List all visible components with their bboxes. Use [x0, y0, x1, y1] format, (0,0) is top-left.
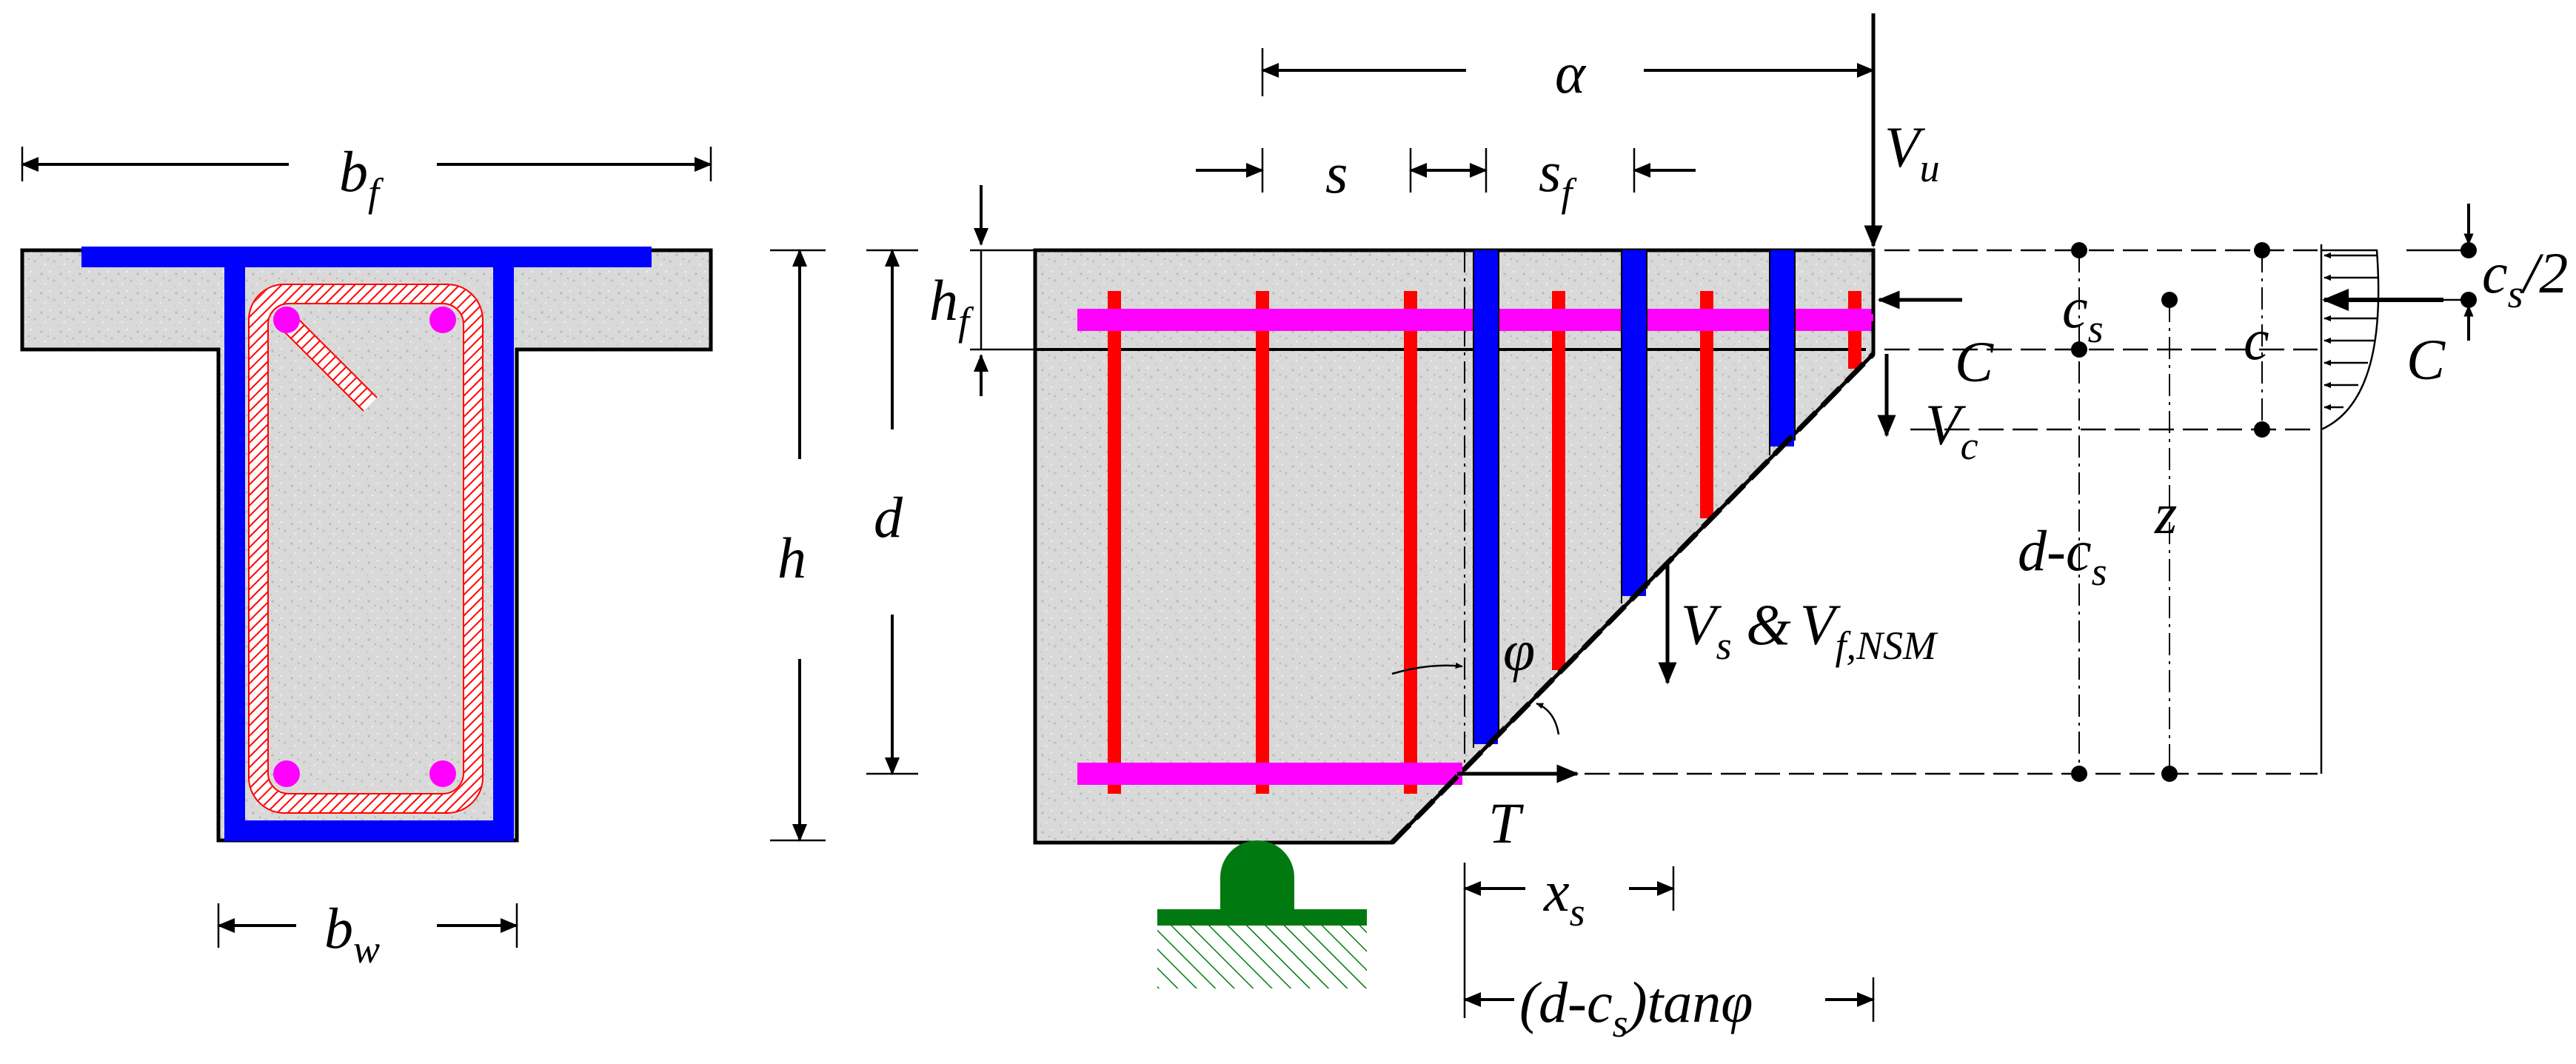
point-marker	[2071, 341, 2087, 358]
alpha-label: α	[1555, 41, 1587, 105]
point-marker	[2161, 292, 2178, 308]
t-section-concrete	[20, 248, 713, 843]
point-marker	[2161, 766, 2178, 782]
resultant-c-label: C	[2406, 327, 2446, 392]
long-bar	[429, 760, 456, 787]
point-marker	[2254, 421, 2270, 438]
point-marker	[2254, 242, 2270, 258]
long-bar	[273, 307, 300, 333]
support	[1157, 840, 1367, 988]
beam-concrete	[1033, 248, 1876, 845]
c-label: c	[2244, 307, 2269, 372]
xs-label: xs	[1543, 859, 1585, 934]
stirrup	[249, 284, 483, 813]
crack-projection-label: (d-cs)tanφ	[1519, 970, 1753, 1045]
stress-block: cs c cs/2 C d-cs z	[1585, 204, 2568, 782]
frp-u-wrap	[81, 247, 652, 841]
crack-angle-label: φ	[1503, 618, 1535, 683]
stirrup-hook	[275, 310, 378, 412]
shear-crack	[1390, 352, 1876, 845]
long-bar	[273, 760, 300, 787]
vu-label: Vu	[1884, 115, 1940, 190]
flange-width-label: bf	[339, 139, 384, 215]
compression-label: C	[1955, 329, 1994, 394]
stirrup-spacing-label: s	[1325, 141, 1348, 205]
effective-depth-label: d	[874, 485, 903, 549]
cs-label: cs	[2062, 275, 2104, 351]
point-marker	[2071, 242, 2087, 258]
frp-spacing-label: sf	[1539, 139, 1577, 215]
tension-label: T	[1488, 791, 1524, 855]
long-bar	[429, 307, 456, 333]
cs-half-label: cs/2	[2482, 241, 2568, 316]
flange-thickness-label: hf	[929, 268, 974, 344]
lever-arm-label: z	[2154, 481, 2177, 546]
web-width-label: bw	[324, 896, 380, 971]
d-minus-cs-label: d-cs	[2018, 518, 2107, 594]
t-section: bf bw	[20, 139, 713, 971]
vs-vfnsm-label: Vs &Vf,NSM	[1681, 592, 1938, 668]
beam-elevation: α s sf Vu hf h d C	[770, 13, 1994, 1045]
vc-label: Vc	[1925, 392, 1978, 468]
stress-distribution	[2321, 249, 2380, 431]
point-marker	[2071, 766, 2087, 782]
height-label: h	[777, 526, 806, 590]
